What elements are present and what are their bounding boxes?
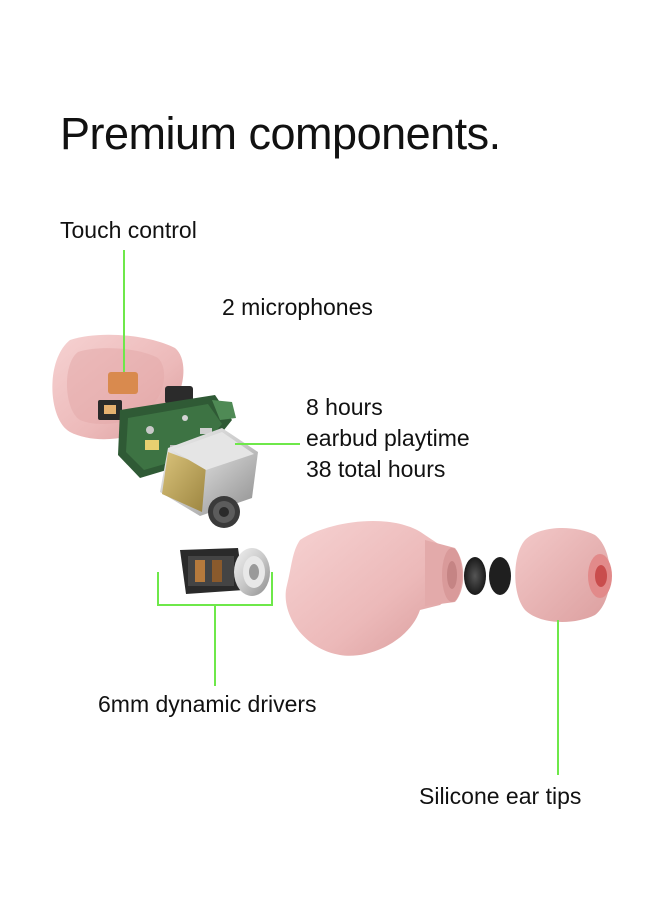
silicone-ear-tip <box>515 528 612 622</box>
touch-sensor <box>98 372 138 420</box>
battery-hours: 8 hours <box>306 394 383 420</box>
touch-control-label: Touch control <box>60 217 197 243</box>
mesh-filter <box>464 557 486 595</box>
dynamic-driver <box>180 548 270 596</box>
battery-playtime: earbud playtime <box>306 425 470 451</box>
battery-cell <box>160 428 258 516</box>
microphones-label: 2 microphones <box>222 294 373 320</box>
callout-lines <box>123 250 559 775</box>
ear-tips-label: Silicone ear tips <box>419 783 582 809</box>
page-title: Premium components. <box>60 108 501 159</box>
battery-label: 8 hours earbud playtime 38 total hours <box>306 392 470 485</box>
microphone-module <box>165 386 193 404</box>
round-component <box>208 496 240 528</box>
earbud-body <box>285 521 464 656</box>
circuit-board <box>118 395 236 478</box>
drivers-label: 6mm dynamic drivers <box>98 691 317 717</box>
battery-total: 38 total hours <box>306 456 446 482</box>
mesh-filter-2 <box>489 557 511 595</box>
